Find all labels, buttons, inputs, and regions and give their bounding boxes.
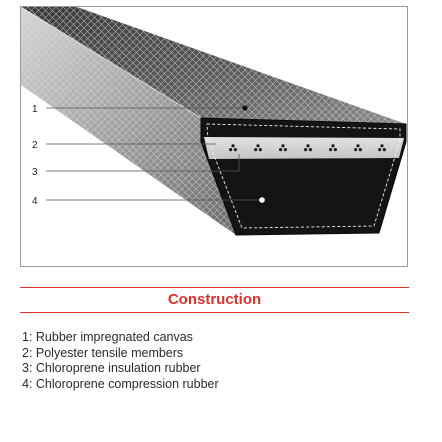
construction-heading: Construction bbox=[167, 291, 262, 308]
polyester-cords bbox=[229, 144, 386, 152]
leader-lines bbox=[46, 107, 261, 201]
leader-dot-4 bbox=[259, 197, 265, 203]
leader-dots bbox=[242, 105, 265, 203]
tensile-member-band bbox=[204, 137, 404, 159]
leader-dot-1 bbox=[242, 105, 248, 111]
callout-number-1: 1 bbox=[32, 104, 38, 115]
construction-item: 2: Polyester tensile members bbox=[22, 345, 184, 360]
compression-rubber-section bbox=[200, 117, 407, 236]
construction-item: 1: Rubber impregnated canvas bbox=[22, 330, 193, 344]
callout-number-4: 4 bbox=[32, 196, 38, 207]
canvas-outline bbox=[206, 123, 401, 229]
belt-cross-section-figure: 1 2 3 4 bbox=[20, 6, 408, 267]
heading-rule-bottom bbox=[20, 312, 409, 313]
heading-rule-top bbox=[20, 287, 409, 288]
construction-list: 1: Rubber impregnated canvas 2: Polyeste… bbox=[22, 330, 219, 392]
leader-line-3 bbox=[46, 154, 240, 172]
construction-item: 4: Chloroprene compression rubber bbox=[22, 376, 219, 391]
construction-item: 3: Chloroprene insulation rubber bbox=[22, 361, 201, 375]
callout-number-3: 3 bbox=[32, 167, 38, 178]
belt-illustration: 1 2 3 4 bbox=[21, 7, 407, 236]
callout-number-2: 2 bbox=[32, 140, 38, 151]
